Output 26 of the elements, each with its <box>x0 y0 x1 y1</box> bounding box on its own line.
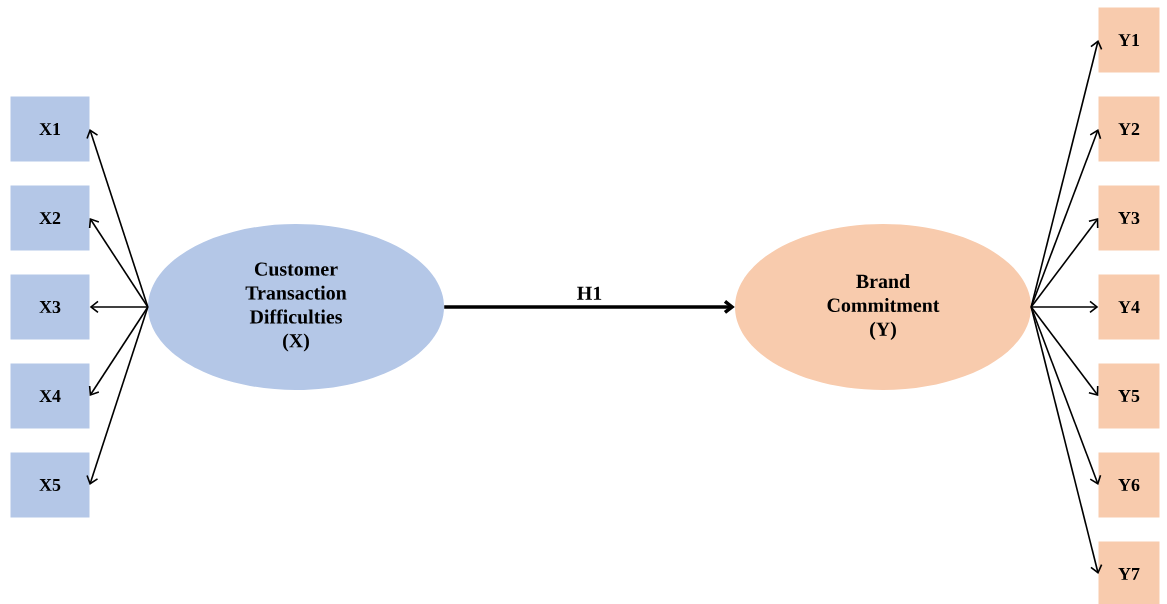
indicator-box: Y3 <box>1098 185 1160 251</box>
indicator-box: Y7 <box>1098 541 1160 604</box>
indicator-box: Y6 <box>1098 452 1160 518</box>
arrow <box>88 218 149 308</box>
indicator-box: X4 <box>10 363 90 429</box>
arrow <box>1030 129 1102 308</box>
indicator-box: Y5 <box>1098 363 1160 429</box>
indicator-box: Y1 <box>1098 7 1160 73</box>
edge-label: H1 <box>577 286 602 300</box>
indicator-box: X2 <box>10 185 90 251</box>
arrow <box>1030 306 1103 574</box>
indicator-box: X1 <box>10 96 90 162</box>
arrow <box>86 129 149 308</box>
arrow <box>89 300 149 314</box>
arrow <box>1030 306 1099 396</box>
indicator-box: X5 <box>10 452 90 518</box>
indicator-box: Y4 <box>1098 274 1160 340</box>
arrow <box>86 306 149 485</box>
arrow <box>1030 306 1102 485</box>
arrow <box>1030 40 1103 308</box>
arrow <box>1030 218 1099 308</box>
indicator-box: Y2 <box>1098 96 1160 162</box>
indicator-box: X3 <box>10 274 90 340</box>
arrow <box>444 300 735 314</box>
arrow <box>88 306 149 396</box>
arrow <box>1030 300 1099 314</box>
